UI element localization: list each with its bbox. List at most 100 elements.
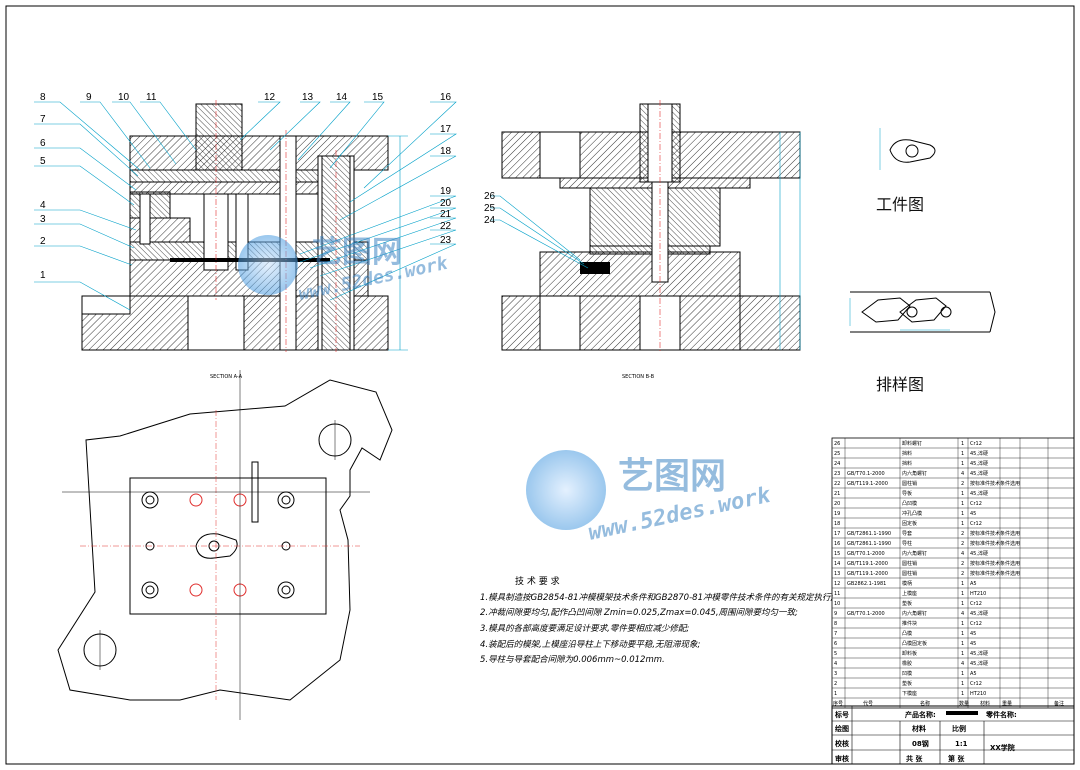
bom-cell: 2 (961, 561, 964, 567)
section-label-b: SECTION B-B (622, 374, 655, 380)
svg-text:23: 23 (440, 235, 452, 246)
svg-text:21: 21 (440, 209, 452, 220)
bom-header-cell: 代号 (863, 700, 873, 707)
svg-text:19: 19 (440, 186, 452, 197)
bom-cell: 凹模 (902, 670, 912, 677)
bom-cell: 内六角螺钉 (902, 550, 927, 557)
bom-cell: 45,淬硬 (970, 660, 988, 667)
bom-cell: 凸模 (902, 630, 912, 637)
svg-text:16: 16 (440, 92, 452, 103)
watermark-bottom: 艺图网 www.52des.work (526, 450, 773, 546)
bom-cell: 4 (961, 551, 964, 557)
bom-cell: 1 (834, 691, 837, 697)
bom-cell: GB/T70.1-2000 (847, 471, 885, 477)
svg-text:8: 8 (40, 92, 46, 103)
bom-cell: 按标准件技术条件选用 (970, 570, 1020, 577)
svg-text:22: 22 (440, 221, 452, 232)
bom-cell: 卸料板 (902, 650, 917, 657)
bom-cell: 19 (834, 511, 840, 517)
bom-cell: Cr12 (970, 681, 982, 687)
svg-text:24: 24 (484, 215, 496, 226)
bom-cell: 45,淬硬 (970, 610, 988, 617)
svg-text:比例: 比例 (952, 724, 966, 733)
svg-text:7: 7 (40, 114, 46, 125)
bom-cell: 16 (834, 541, 840, 547)
svg-text:标号: 标号 (834, 710, 849, 719)
bom-cell: 按标准件技术条件选用 (970, 540, 1020, 547)
bom-cell: 挡料 (902, 450, 912, 457)
svg-text:3: 3 (40, 214, 46, 225)
bom-cell: 凸凹模 (902, 500, 917, 507)
bom-cell: 2 (961, 541, 964, 547)
bom-cell: 1 (961, 451, 964, 457)
bom-cell: 7 (834, 631, 837, 637)
plan-view (57, 370, 393, 720)
bom-cell: 45 (970, 631, 976, 637)
svg-text:17: 17 (440, 124, 452, 135)
bom-header-cell: 名称 (920, 700, 930, 707)
bom-cell: 15 (834, 551, 840, 557)
bom-cell: GB/T70.1-2000 (847, 551, 885, 557)
svg-text:1.模具制造按GB2854-81冲模模架技术条件和GB287: 1.模具制造按GB2854-81冲模模架技术条件和GB2870-81冲模零件技术… (480, 592, 833, 603)
bom-header-cell: 材料 (980, 700, 990, 707)
bom-header-cell: 重量 (1002, 700, 1012, 707)
svg-text:绘图: 绘图 (835, 724, 849, 733)
bom-cell: 1 (961, 691, 964, 697)
svg-text:1: 1 (40, 270, 46, 281)
svg-text:4: 4 (40, 200, 46, 211)
bom-cell: 23 (834, 471, 840, 477)
bom-cell: 12 (834, 581, 840, 587)
bom-cell: 1 (961, 511, 964, 517)
bom-cell: 1 (961, 441, 964, 447)
svg-text:12: 12 (264, 92, 276, 103)
svg-text:6: 6 (40, 138, 46, 149)
bom-header-cell: 备注 (1054, 700, 1064, 707)
bom-header-cell: 序号 (833, 700, 843, 707)
svg-text:共 张: 共 张 (906, 754, 923, 763)
bom-cell: 4 (961, 661, 964, 667)
bom-cell: Cr12 (970, 601, 982, 607)
svg-text:15: 15 (372, 92, 384, 103)
svg-text:2: 2 (40, 236, 46, 247)
bom-cell: 1 (961, 591, 964, 597)
svg-text:1:1: 1:1 (955, 740, 968, 748)
bom-cell: 4 (961, 471, 964, 477)
bom-cell: 1 (961, 461, 964, 467)
bom-cell: 2 (961, 481, 964, 487)
sheet-border (5, 5, 1075, 765)
workpiece-caption: 工件图 (876, 195, 924, 214)
bom-cell: 45,淬硬 (970, 650, 988, 657)
bom-cell: 21 (834, 491, 840, 497)
bom-cell: 橡胶 (902, 660, 912, 667)
bom-cell: GB/T119.1-2000 (847, 481, 888, 487)
part-numbers-left: 1 2 3 4 5 6 7 8 9 10 11 12 13 14 15 16 1… (40, 92, 452, 281)
bom-cell: 1 (961, 601, 964, 607)
tech-title: 技 术 要 求 (515, 575, 560, 587)
bom-cell: 10 (834, 601, 840, 607)
bom-cell: 圆柱销 (902, 480, 917, 487)
strip-layout-caption: 排样图 (876, 375, 924, 394)
svg-text:11: 11 (146, 92, 157, 103)
svg-text:艺图网: 艺图网 (618, 456, 726, 497)
section-view-a-a (81, 100, 408, 352)
part-numbers-right: 26 25 24 (484, 191, 496, 226)
bom-cell: 26 (834, 441, 840, 447)
bom-cell: A5 (970, 671, 977, 677)
bom-cell: 2 (834, 681, 837, 687)
bom-cell: 垫板 (902, 680, 912, 687)
bom-cell: 圆柱销 (902, 570, 917, 577)
bom-cell: Cr12 (970, 441, 982, 447)
bom-cell: 1 (961, 491, 964, 497)
bom-cell: 1 (961, 501, 964, 507)
bom-cell: 固定板 (902, 520, 917, 527)
leader-lines-right (490, 195, 589, 269)
bom-cell: 45,淬硬 (970, 450, 988, 457)
svg-text:5.导柱与导套配合间隙为0.006mm~0.012mm.: 5.导柱与导套配合间隙为0.006mm~0.012mm. (480, 654, 665, 665)
bom-cell: 导板 (902, 490, 912, 497)
bom-cell: 4 (834, 661, 837, 667)
svg-text:25: 25 (484, 203, 496, 214)
svg-text:零件名称:: 零件名称: (985, 710, 1017, 719)
bom-cell: 13 (834, 571, 840, 577)
svg-text:10: 10 (118, 92, 130, 103)
bom-cell: 45,淬硬 (970, 460, 988, 467)
